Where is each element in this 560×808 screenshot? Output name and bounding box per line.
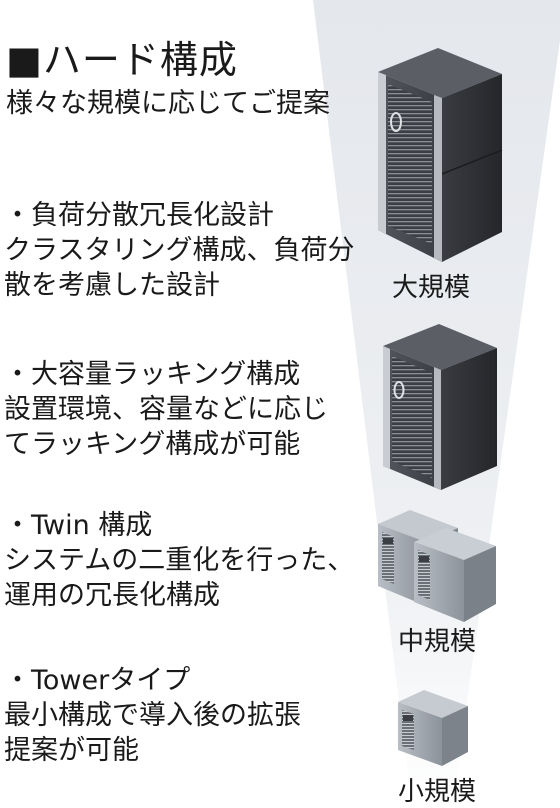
tower-server-icon — [398, 690, 468, 766]
feature-heading: ・Twin 構成 — [4, 510, 153, 541]
scale-label-medium: 中規模 — [398, 627, 477, 657]
feature-description-line: 散を考慮した設計 — [4, 270, 220, 301]
feature-description-line: 提案が可能 — [4, 735, 139, 766]
feature-description-line: システムの二重化を行った、 — [4, 545, 355, 576]
scale-label-small: 小規模 — [398, 777, 477, 807]
feature-description-line: てラッキング構成が可能 — [4, 429, 301, 460]
medium-rack-server-icon — [383, 324, 497, 490]
feature-description-line: クラスタリング構成、負荷分 — [4, 235, 355, 266]
page-title: ■ハード構成 — [6, 38, 238, 82]
feature-description-line: 最小構成で導入後の拡張 — [4, 700, 301, 731]
large-rack-server-icon — [378, 48, 503, 262]
feature-twin: ・Twin 構成 システムの二重化を行った、 運用の冗長化構成 — [4, 508, 354, 613]
feature-tower: ・Towerタイプ 最小構成で導入後の拡張 提案が可能 — [4, 663, 301, 768]
twin-tower-servers-icon — [378, 510, 496, 622]
feature-heading: ・Towerタイプ — [4, 665, 191, 696]
scale-label-large: 大規模 — [392, 273, 471, 303]
feature-description-line: 運用の冗長化構成 — [4, 580, 220, 611]
feature-load-balancing: ・負荷分散冗長化設計 クラスタリング構成、負荷分 散を考慮した設計 — [4, 198, 354, 303]
feature-heading: ・大容量ラッキング構成 — [4, 359, 301, 390]
page-subtitle: 様々な規模に応じてご提案 — [6, 88, 330, 119]
feature-rack-mounting: ・大容量ラッキング構成 設置環境、容量などに応じ てラッキング構成が可能 — [4, 357, 328, 462]
feature-description-line: 設置環境、容量などに応じ — [4, 394, 328, 425]
feature-heading: ・負荷分散冗長化設計 — [4, 200, 274, 231]
